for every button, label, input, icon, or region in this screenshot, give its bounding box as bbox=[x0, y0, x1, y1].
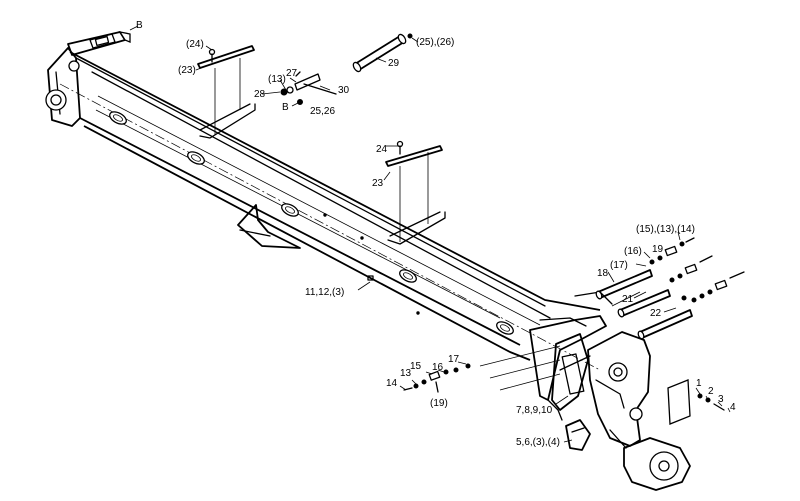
callout-1: 1 bbox=[696, 378, 702, 389]
pin-29 bbox=[352, 33, 413, 73]
callout-13-paren-top: (13) bbox=[268, 74, 286, 85]
callout-23-paren: (23) bbox=[178, 65, 196, 76]
middle-wear-pad-assembly bbox=[385, 145, 446, 245]
callout-14: 14 bbox=[386, 378, 398, 389]
callout-19-paren: (19) bbox=[430, 398, 448, 409]
callout-16-paren: (16) bbox=[624, 246, 642, 257]
pin-21 bbox=[617, 289, 671, 318]
callout-7-8-9-10: 7,8,9,10 bbox=[516, 405, 553, 416]
pin-18 bbox=[595, 269, 653, 300]
callout-24: 24 bbox=[376, 144, 388, 155]
callout-29: 29 bbox=[388, 58, 400, 69]
callout-3: 3 bbox=[718, 394, 724, 405]
callout-21: 21 bbox=[622, 294, 634, 305]
callout-18: 18 bbox=[597, 268, 609, 279]
callout-24-paren: (24) bbox=[186, 39, 204, 50]
callout-28: 28 bbox=[254, 89, 266, 100]
callout-15: 15 bbox=[410, 361, 422, 372]
leader-lines bbox=[129, 25, 731, 443]
callout-27: 27 bbox=[286, 68, 298, 79]
callout-b-top: B bbox=[136, 20, 143, 31]
callout-4: 4 bbox=[730, 402, 736, 413]
callout-23: 23 bbox=[372, 178, 384, 189]
upper-wear-pad-assembly bbox=[197, 45, 256, 139]
boom-end-assembly bbox=[529, 291, 691, 491]
callout-16: 16 bbox=[432, 362, 444, 373]
callout-b-mid: B bbox=[282, 102, 289, 113]
callout-25-26: 25,26 bbox=[310, 106, 335, 117]
callout-30: 30 bbox=[338, 85, 350, 96]
callout-5-6-3-4: 5,6,(3),(4) bbox=[516, 437, 560, 448]
callout-25-26-paren: (25),(26) bbox=[416, 37, 454, 48]
callout-11-12-3: 11,12,(3) bbox=[305, 287, 344, 298]
pin-22 bbox=[637, 309, 693, 340]
callout-labels: B (24) (23) (25),(26) 29 (13) 27 28 30 B… bbox=[136, 20, 736, 448]
callout-15-13-14: (15),(13),(14) bbox=[636, 224, 695, 235]
right-hardware-rows bbox=[649, 237, 745, 303]
callout-17-paren: (17) bbox=[610, 260, 628, 271]
callout-19-top: 19 bbox=[652, 244, 664, 255]
boom-body bbox=[45, 31, 601, 371]
callout-22: 22 bbox=[650, 308, 662, 319]
callout-2: 2 bbox=[708, 386, 714, 397]
left-hardware-row bbox=[403, 363, 471, 393]
callout-17: 17 bbox=[448, 354, 460, 365]
callout-13: 13 bbox=[400, 368, 412, 379]
